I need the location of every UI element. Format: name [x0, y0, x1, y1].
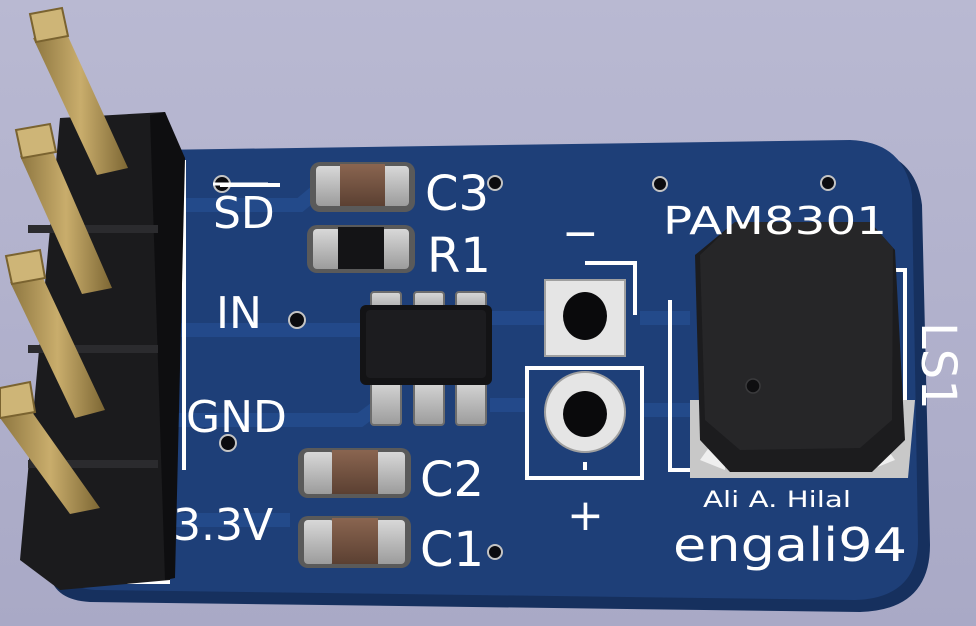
pin-label-in: IN [216, 288, 262, 339]
pin-labels: SD IN GND 3.3V [173, 182, 287, 551]
header-pin [0, 380, 100, 514]
capacitor-c2 [298, 448, 411, 498]
pad-speaker-plus [544, 371, 626, 453]
header-pin [28, 6, 128, 175]
pin-label-sd: SD [213, 188, 275, 239]
pad-speaker-minus [544, 279, 626, 357]
part-name-label: PAM8301 [663, 199, 887, 243]
ref-label-r1: R1 [427, 228, 491, 284]
amplifier-ic [360, 291, 492, 426]
author-handle-label: engali94 [673, 518, 907, 572]
pin-header [0, 6, 185, 590]
polarity-minus-label: − [562, 208, 599, 259]
ref-label-c2: C2 [420, 452, 484, 508]
header-pin [14, 122, 112, 294]
author-name-label: Ali A. Hilal [703, 488, 851, 513]
capacitor-c1 [298, 516, 411, 568]
capacitor-c3 [310, 162, 415, 212]
ref-label-c1: C1 [420, 522, 484, 578]
polarity-plus-label: + [567, 490, 604, 541]
buzzer-ls1 [690, 222, 915, 478]
header-pin [4, 248, 105, 418]
ref-label-c3: C3 [425, 166, 489, 222]
pin-label-gnd: GND [186, 392, 287, 443]
resistor-r1 [307, 225, 415, 273]
pin-label-3v3: 3.3V [173, 500, 273, 551]
ref-label-ls1: LS1 [910, 322, 966, 410]
